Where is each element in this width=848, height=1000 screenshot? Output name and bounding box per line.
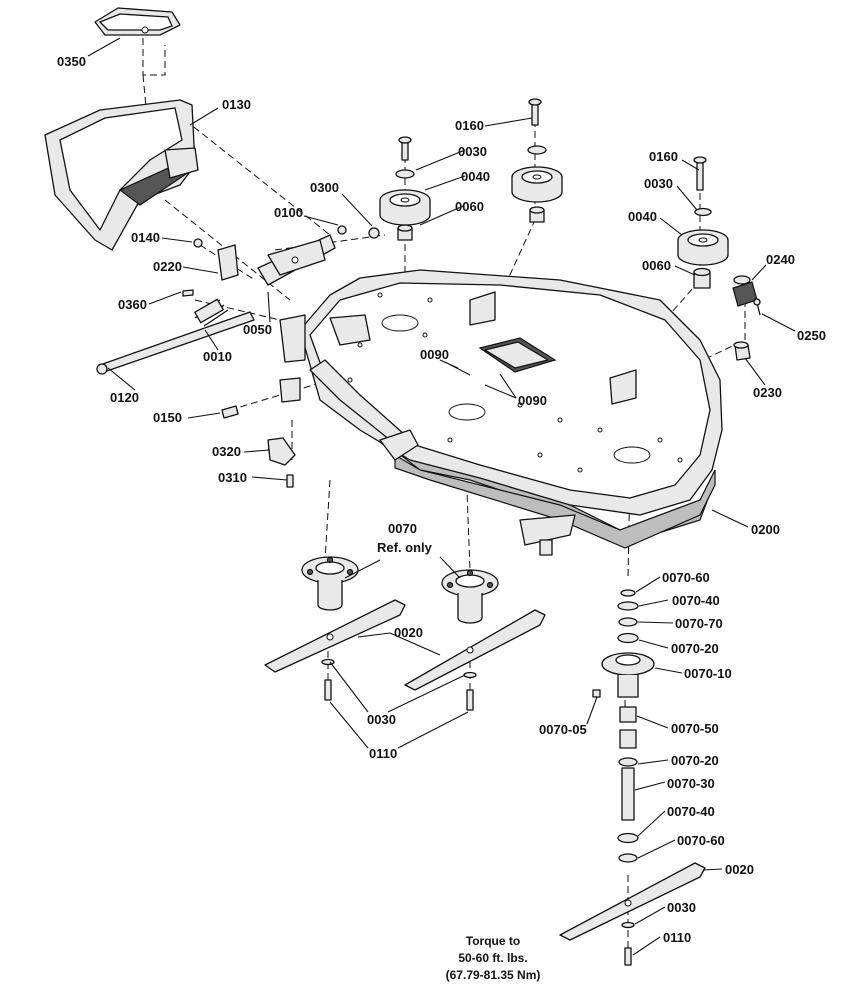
chute-mount-parts [96,225,380,488]
callout-leaders [87,37,796,956]
blades [264,599,706,941]
torque-note-line3: (67.79-81.35 Nm) [446,968,541,982]
label-0100: 0100 [274,205,303,220]
callout-labels: 0350 0130 0160 0030 0040 0300 0060 0100 … [57,54,826,945]
label-0070-60-bottom: 0070-60 [677,833,725,848]
label-0070-20-top: 0070-20 [671,641,719,656]
label-0090-lower: 0090 [518,393,547,408]
exploded-spindle-stack [592,589,655,966]
label-0070: 0070 [388,521,417,536]
label-0150: 0150 [153,410,182,425]
center-spindle-assembly [441,569,499,624]
label-0300: 0300 [310,180,339,195]
label-0070-10: 0070-10 [684,666,732,681]
label-0070-50: 0070-50 [671,721,719,736]
label-0110-right: 0110 [663,930,691,945]
label-0070-40-bottom: 0070-40 [667,804,715,819]
label-0220: 0220 [153,259,182,274]
label-0020: 0020 [394,625,423,640]
label-0200: 0200 [751,522,780,537]
label-0060: 0060 [455,199,484,214]
label-0060-right: 0060 [642,258,671,273]
label-0350: 0350 [57,54,86,69]
deck-bolt-holes [347,292,683,473]
label-0040-right: 0040 [628,209,657,224]
label-0140: 0140 [131,230,160,245]
label-0090-upper: 0090 [420,347,449,362]
label-0010: 0010 [203,349,232,364]
label-0120: 0120 [110,390,139,405]
blade-bolts-left [321,658,477,711]
outer-pulley-stack [677,156,761,361]
label-0250: 0250 [797,328,826,343]
discharge-chute-0130 [44,99,199,251]
label-0070-ref-only: Ref. only [377,540,433,555]
label-0030-right: 0030 [644,176,673,191]
label-0040: 0040 [461,169,490,184]
label-0020-right: 0020 [725,862,754,877]
mower-deck-shell [279,269,723,556]
label-0030-lower: 0030 [367,712,396,727]
label-0070-70: 0070-70 [675,616,723,631]
label-0130: 0130 [222,97,251,112]
label-0360: 0360 [118,297,147,312]
label-0320: 0320 [212,444,241,459]
label-0160-right: 0160 [649,149,678,164]
left-spindle-assembly [301,556,359,611]
lift-bracket-0350 [94,7,181,36]
label-0160: 0160 [455,118,484,133]
label-0050: 0050 [243,322,272,337]
label-0310: 0310 [218,470,247,485]
label-0070-20-bottom: 0070-20 [671,753,719,768]
label-0240: 0240 [766,252,795,267]
torque-note: Torque to 50-60 ft. lbs. (67.79-81.35 Nm… [446,934,541,982]
label-0070-60-top: 0070-60 [662,570,710,585]
label-0030: 0030 [458,144,487,159]
label-0230: 0230 [753,385,782,400]
center-pulley-stack [379,136,431,241]
torque-note-line1: Torque to [466,934,520,948]
label-0070-40-top: 0070-40 [672,593,720,608]
right-pulley-stack [511,98,563,223]
label-0030-right-lower: 0030 [667,900,696,915]
label-0070-05: 0070-05 [539,722,587,737]
torque-note-line2: 50-60 ft. lbs. [458,951,527,965]
label-0110: 0110 [369,746,397,761]
label-0070-30: 0070-30 [667,776,715,791]
